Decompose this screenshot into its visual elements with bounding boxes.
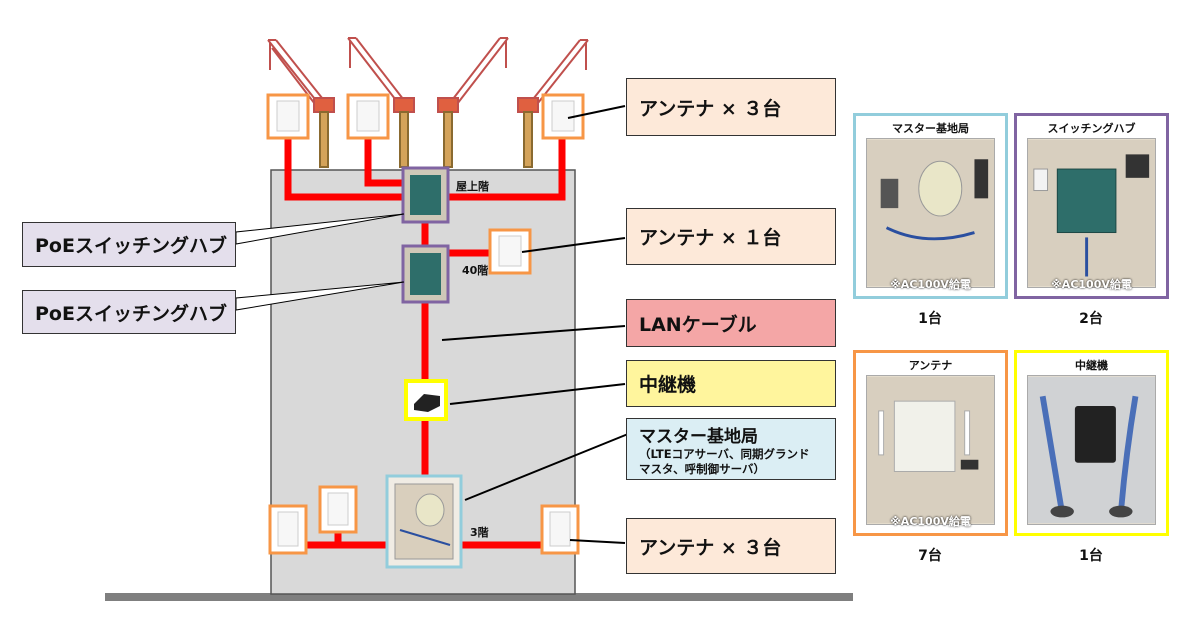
callout-master-station: マスター基地局 （LTEコアサーバ、同期グランド マスタ、呼制御サーバ） [626,418,836,480]
callout-antenna-bottom: アンテナ × ３台 [626,518,836,574]
antenna-roof-1 [266,93,310,140]
panel-note: ※AC100V給電 [1051,278,1132,291]
antenna-3f-1 [268,504,308,555]
callout-poe-hub-1: PoEスイッチングハブ [22,222,236,267]
floor-label-40f: 40階 [462,264,489,277]
panel-note: ※AC100V給電 [890,515,971,528]
leader-lines [441,105,629,544]
panel-master-station: マスター基地局 ※AC100V給電 [853,113,1008,299]
panel-title: アンテナ [908,359,953,372]
panel-switching-hub: スイッチングハブ ※AC100V給電 [1014,113,1169,299]
callout-repeater: 中継機 [626,360,836,407]
count-master-station: 1台 [918,311,942,327]
callout-master-sub-2: マスタ、呼制御サーバ） [639,461,766,476]
panel-title: マスター基地局 [892,122,969,135]
antenna-3f-2 [318,485,358,534]
photo-antenna [866,375,995,525]
photo-master-station [866,138,995,288]
count-switching-hub: 2台 [1079,311,1103,327]
callout-lan-cable: LANケーブル [626,299,836,347]
floor-label-roof: 屋上階 [456,180,489,193]
poe-hub-roof [401,166,450,224]
poe-hub-40f [401,244,450,304]
crane-3 [437,37,509,168]
photo-switching-hub [1027,138,1156,288]
leader-wedges [235,213,405,311]
count-repeater: 1台 [1079,548,1103,564]
count-antenna: 7台 [918,548,942,564]
repeater [404,379,448,421]
crane-4 [517,39,589,168]
ground-line [105,593,853,601]
panel-note: ※AC100V給電 [890,278,971,291]
panel-title: スイッチングハブ [1047,122,1136,135]
crane-1 [267,39,335,168]
photo-repeater [1027,375,1156,525]
panel-title: 中継機 [1075,359,1108,372]
callout-master-title: マスター基地局 [639,426,758,447]
antenna-roof-2 [346,93,390,140]
panel-antenna: アンテナ ※AC100V給電 [853,350,1008,536]
master-base-station [385,474,463,569]
callout-antenna-top: アンテナ × ３台 [626,78,836,136]
callout-master-sub-1: （LTEコアサーバ、同期グランド [639,446,810,461]
callout-poe-hub-2: PoEスイッチングハブ [22,290,236,334]
callout-antenna-mid: アンテナ × １台 [626,208,836,265]
floor-label-3f: 3階 [470,526,489,539]
antenna-3f-3 [540,504,580,555]
panel-repeater: 中継機 [1014,350,1169,536]
